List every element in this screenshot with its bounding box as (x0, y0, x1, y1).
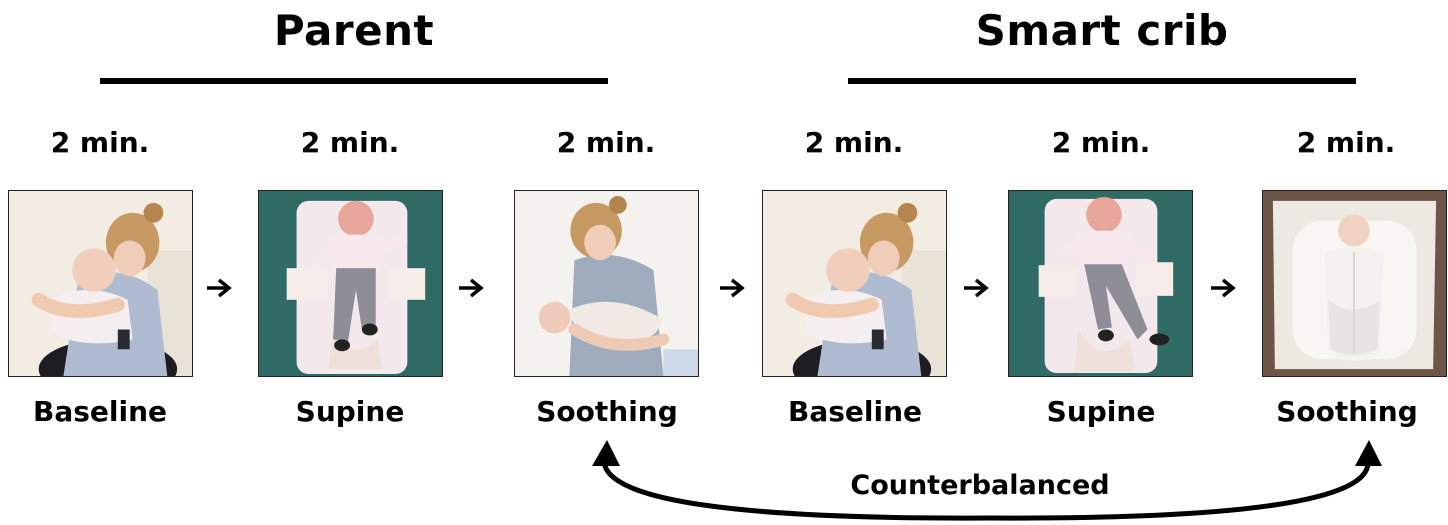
step-3-photo (514, 190, 699, 377)
step-4-duration: 2 min. (804, 126, 904, 159)
group-rule-smart-crib (848, 78, 1356, 84)
step-3-label: Soothing (536, 395, 678, 428)
mother-holding-infant-photo (763, 191, 946, 376)
mother-holding-infant-photo (9, 191, 192, 376)
mother-soothing-swaddled-infant-photo (515, 191, 698, 376)
right-arrow-icon (964, 278, 989, 298)
counterbalanced-label: Counterbalanced (850, 470, 1110, 501)
step-3-duration: 2 min. (556, 126, 656, 159)
swaddled-infant-in-smart-crib-photo (1263, 191, 1446, 376)
step-6-duration: 2 min. (1296, 126, 1396, 159)
step-2-duration: 2 min. (300, 126, 400, 159)
step-5-photo (1008, 190, 1193, 377)
infant-supine-on-mat-photo (259, 191, 442, 376)
step-4-label: Baseline (787, 395, 922, 428)
step-1-label: Baseline (32, 395, 167, 428)
step-2-label: Supine (295, 395, 405, 428)
group-title-smart-crib: Smart crib (975, 6, 1229, 55)
step-6-photo (1262, 190, 1447, 377)
right-arrow-icon (207, 278, 232, 298)
step-5-duration: 2 min. (1051, 126, 1151, 159)
step-6-label: Soothing (1276, 395, 1418, 428)
step-1-photo (8, 190, 193, 377)
step-4-photo (762, 190, 947, 377)
step-1-duration: 2 min. (50, 126, 150, 159)
right-arrow-icon (459, 278, 484, 298)
group-rule-parent (100, 78, 608, 84)
right-arrow-icon (1211, 278, 1236, 298)
group-title-parent: Parent (273, 6, 435, 55)
step-5-label: Supine (1046, 395, 1156, 428)
step-2-photo (258, 190, 443, 377)
infant-supine-on-mat-photo (1009, 191, 1192, 376)
right-arrow-icon (720, 278, 745, 298)
